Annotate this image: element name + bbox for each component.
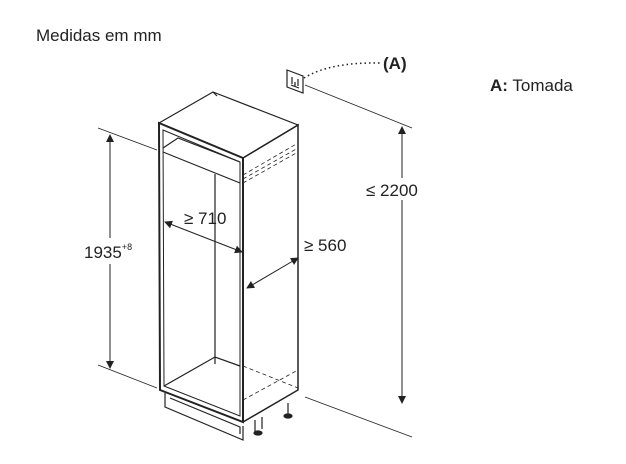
legend-key: A: [490, 76, 508, 95]
callout-label: (A) [383, 54, 407, 73]
width-label: ≥ 560 [304, 236, 346, 255]
depth-label: ≥ 710 [184, 209, 226, 228]
socket-height-label: ≤ 2200 [366, 181, 418, 200]
socket-icon [286, 69, 304, 94]
legend: A: Tomada [490, 76, 573, 96]
height-label: 1935+8 [84, 242, 132, 262]
diagram-title: Medidas em mm [36, 26, 162, 45]
depth-dimension-arrow [164, 220, 243, 254]
width-dimension-arrow [246, 257, 299, 289]
cabinet [157, 91, 300, 441]
callout-leader [303, 62, 381, 79]
legend-label: Tomada [512, 76, 573, 95]
